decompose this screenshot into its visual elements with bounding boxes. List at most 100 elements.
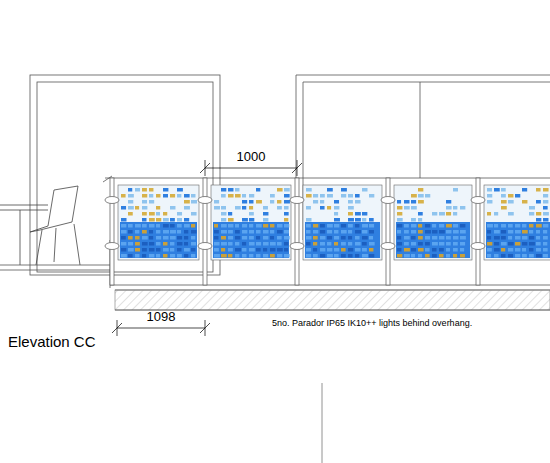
tile <box>439 224 444 228</box>
tile <box>149 254 154 258</box>
tile <box>277 236 282 240</box>
tile <box>263 230 269 234</box>
tile <box>334 230 338 234</box>
tile <box>515 248 520 252</box>
window-frame <box>30 75 550 275</box>
glass-panel <box>394 185 472 260</box>
tile <box>184 236 188 240</box>
glass-clamp <box>198 197 212 204</box>
tile <box>494 224 498 228</box>
tile <box>249 212 254 216</box>
tile <box>529 206 535 210</box>
tile <box>543 200 548 204</box>
tile <box>341 188 347 192</box>
tile <box>128 188 132 192</box>
post <box>295 178 299 285</box>
tile <box>439 230 445 234</box>
tile <box>543 188 549 192</box>
tile <box>327 230 332 234</box>
top-rail <box>103 176 550 182</box>
tile-band <box>305 222 380 258</box>
tile <box>170 224 175 228</box>
tile <box>156 194 160 198</box>
tile <box>184 248 190 252</box>
tile <box>362 254 368 258</box>
tile <box>306 254 311 258</box>
posts <box>105 178 485 285</box>
tile <box>425 230 431 234</box>
tile <box>487 224 493 228</box>
tile <box>446 206 452 210</box>
tile <box>369 194 374 198</box>
tile <box>177 188 183 192</box>
tile <box>522 254 527 258</box>
tile <box>156 224 160 228</box>
tile <box>277 248 283 252</box>
tile <box>355 224 359 228</box>
tile <box>536 224 542 228</box>
tile <box>242 218 248 222</box>
tile <box>142 218 147 222</box>
tile <box>460 206 465 210</box>
tile <box>501 200 507 204</box>
tile <box>214 224 218 228</box>
tile <box>425 236 430 240</box>
tile <box>135 254 139 258</box>
tile <box>529 224 533 228</box>
tile <box>184 242 188 246</box>
tile <box>397 230 401 234</box>
tile <box>121 194 126 198</box>
tile <box>242 248 246 252</box>
tile <box>453 206 457 210</box>
tile <box>404 248 410 252</box>
tile <box>163 218 169 222</box>
tile <box>313 194 318 198</box>
tile <box>184 194 190 198</box>
tile <box>249 236 254 240</box>
tile <box>404 236 410 240</box>
tile <box>397 254 402 258</box>
tile <box>221 242 227 246</box>
tile <box>277 206 282 210</box>
tile <box>446 248 450 252</box>
tile <box>170 230 176 234</box>
glass-panel <box>118 185 199 260</box>
tile <box>142 230 147 234</box>
tile <box>242 236 247 240</box>
tile <box>249 248 255 252</box>
tile <box>453 224 458 228</box>
tile <box>341 194 346 198</box>
tile <box>515 224 520 228</box>
tile <box>508 230 513 234</box>
tile <box>536 248 541 252</box>
tile <box>256 230 261 234</box>
tile <box>369 248 373 252</box>
tile <box>411 200 416 204</box>
tile <box>355 242 361 246</box>
tile <box>348 248 353 252</box>
tile <box>320 242 325 246</box>
tile <box>163 254 167 258</box>
tile <box>397 206 402 210</box>
drawing-title: Elevation CC <box>8 334 96 351</box>
tile <box>277 242 282 246</box>
tile <box>543 194 548 198</box>
tile <box>191 236 195 240</box>
tile <box>362 248 367 252</box>
tile <box>263 236 268 240</box>
tile <box>249 218 254 222</box>
post <box>110 178 114 285</box>
tile <box>135 206 139 210</box>
tile <box>191 224 195 228</box>
tile <box>149 200 154 204</box>
tile <box>432 230 437 234</box>
tile <box>163 224 169 228</box>
tile <box>446 212 451 216</box>
tile <box>306 242 311 246</box>
tile <box>121 254 127 258</box>
tile <box>515 242 520 246</box>
tile <box>149 248 154 252</box>
tile <box>494 242 499 246</box>
tile <box>432 242 438 246</box>
tile <box>355 236 360 240</box>
